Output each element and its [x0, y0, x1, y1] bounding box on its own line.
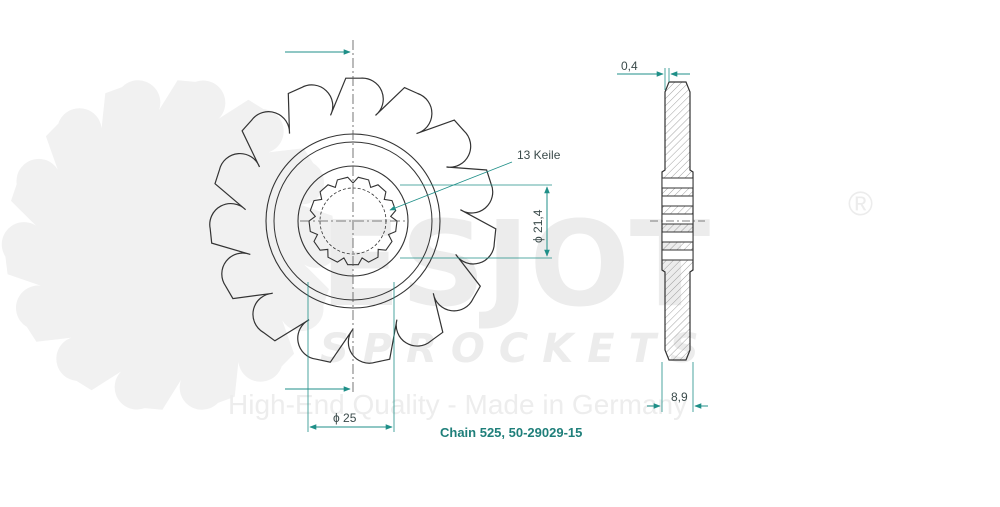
drawing-caption: Chain 525, 50-29029-15: [440, 425, 582, 440]
splines-leader-line: [389, 161, 513, 211]
watermark-tagline-text: High-End Quality - Made in Germany: [228, 389, 687, 420]
watermark-subtitle-text: SPROCKETS: [320, 326, 713, 372]
offset-label: 0,4: [621, 59, 638, 73]
watermark: ESJOT ® SPROCKETS High-End Quality - Mad…: [1, 80, 873, 420]
sprocket-outline: [209, 77, 497, 364]
side-dimensions: 0,4 8,9: [617, 59, 708, 412]
splines-label: 13 Keile: [517, 148, 561, 162]
watermark-brand-text: ESJOT: [320, 195, 710, 333]
front-dimensions: ϕ 25 ϕ 21,4 13 Keile: [285, 49, 561, 432]
spline-diameter-label: ϕ 21,4: [531, 209, 545, 243]
thickness-label: 8,9: [671, 390, 688, 404]
sprocket-side-view: [650, 81, 705, 361]
hub-diameter-label: ϕ 25: [333, 411, 357, 425]
watermark-gear-shape: [1, 80, 339, 410]
watermark-registered-mark: ®: [848, 185, 873, 223]
sprocket-front-view: [209, 40, 497, 395]
side-view-spline-bands: [661, 177, 694, 261]
